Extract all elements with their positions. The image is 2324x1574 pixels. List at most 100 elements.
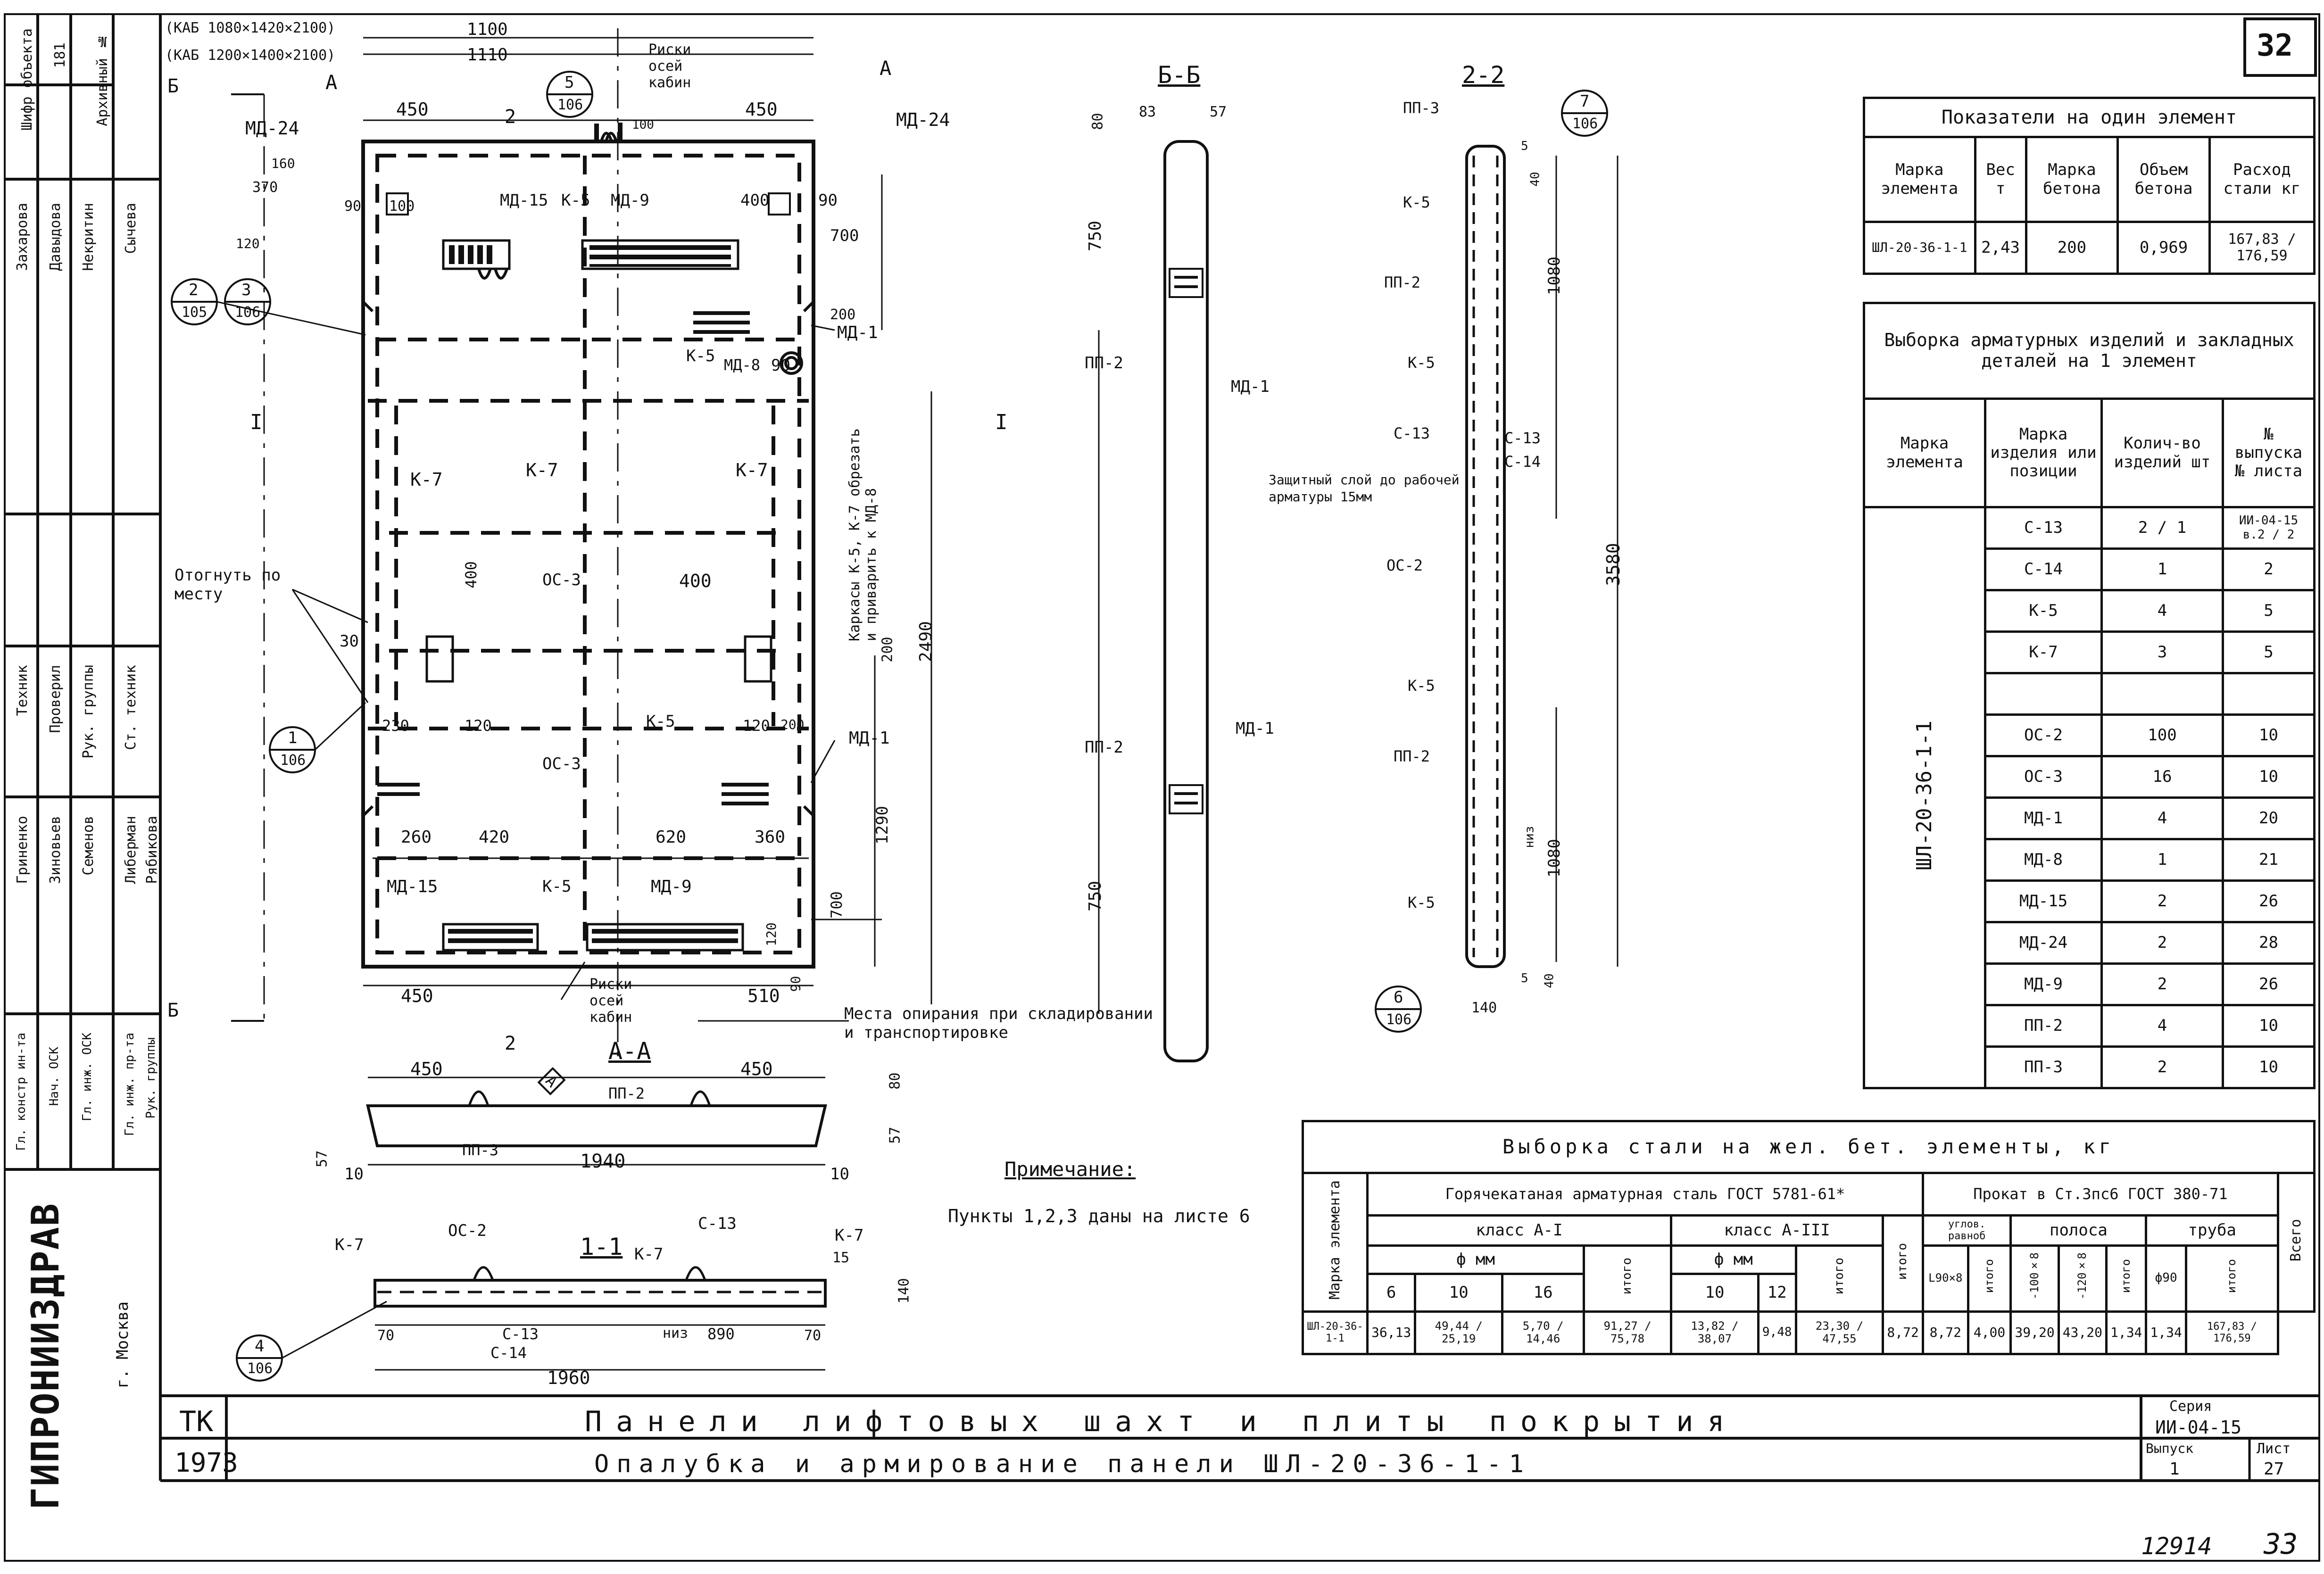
callout-7-106-a: 7 [1580,92,1590,111]
sel-row-5-item: ОС-2 [1984,713,2103,757]
steel-r-vsego: 167,83 / 176,59 [2184,1310,2280,1355]
dim-700-bot: 700 [827,891,846,919]
title-year: 1973 [174,1448,238,1478]
dim-700-top: 700 [830,226,859,245]
aa-dim-80: 80 [887,1072,904,1090]
title-list: 27 [2264,1459,2284,1479]
steel-r-truba: 1,34 [2105,1310,2148,1355]
bb-dim-57: 57 [1210,104,1227,120]
sel-row-10-issue: 28 [2222,921,2316,965]
sel-row-11-issue: 26 [2222,962,2316,1006]
steel-size-6: 6 [1366,1272,1417,1313]
title-line2: Опалубка и армирование панели ШЛ-20-36-1… [594,1450,1531,1478]
dim-120-bot: 120 [763,922,779,946]
dim-120-b: 120 [743,717,770,735]
steel-r-ugol: 8,72 [1882,1310,1924,1355]
dim-1290: 1290 [872,806,892,845]
sel-row-10-qty: 2 [2100,921,2224,965]
section-11-title: 1-1 [580,1233,623,1260]
sel-row-0-issue: ИИ-04-15 в.2 / 2 [2222,506,2316,550]
steel-size-p2-label: -120×8 [2075,1252,2089,1300]
label-bend: Отогнуть по месту [174,566,281,604]
sel-row-3-item: К-7 [1984,630,2103,674]
note-title: Примечание: [1004,1158,1136,1181]
dim-90-r: 90 [818,191,838,210]
mark-md9-bot: МД-9 [651,877,692,896]
dim-420: 420 [479,828,510,847]
callout-3-106-b: 106 [235,304,261,321]
s22-dim-1080-top: 1080 [1544,257,1564,295]
sel-h-qty: Колич-во изделий шт [2100,398,2224,508]
indicators-table: Показатели на один элемент Марка элемент… [1863,97,2316,275]
s11-k7-l: К-7 [335,1235,364,1254]
sel-row-6-qty: 16 [2100,755,2224,799]
mark-k5-bot: К-5 [542,877,572,896]
stamp-role-16: Некритин [80,203,97,271]
steel-class3: класс А-III [1669,1214,1884,1247]
stamp-cell-2: Архивный № [94,33,111,126]
steel-itogo6-label: итого [2225,1259,2239,1293]
s22-k5-3: К-5 [1408,677,1435,695]
s11-c13-bot: С-13 [502,1325,539,1343]
dim-100: 100 [389,198,415,215]
dim-120-a: 120 [465,717,492,735]
s11-oc2: ОС-2 [448,1221,487,1240]
stamp-role-11: Проверил [47,665,64,733]
title-tk: ТК [179,1405,214,1438]
sel-row-12-qty: 4 [2100,1004,2224,1048]
bb-mark-md1-2: МД-1 [1236,719,1274,738]
cut-b-bot: Б [167,1000,179,1021]
sel-row-1-qty: 1 [2100,547,2224,591]
sel-row-1-issue: 2 [2222,547,2316,591]
ind-h-volume: Объем бетона [2116,136,2211,223]
stamp-role-14: Захарова [14,203,31,271]
dim-450-left: 450 [396,99,429,120]
dim-1100: 1100 [467,20,508,39]
section-bb-title: Б-Б [1158,61,1201,89]
callout-7-106-b: 106 [1572,116,1598,132]
s22-k5-2: К-5 [1408,354,1435,372]
dim-2490: 2490 [916,621,936,662]
mark-k5-mid: К-5 [686,347,715,365]
mark-oc3-2: ОС-3 [542,754,581,773]
stamp-role-12: Рук. группы [80,665,97,759]
steel-r-6: 36,13 [1366,1310,1417,1355]
sel-row-2-item: К-5 [1984,589,2103,633]
s11-c14: С-14 [490,1344,527,1362]
section-aa-title: А-А [608,1037,651,1065]
s22-note: Защитный слой до рабочей арматуры 15мм [1269,472,1460,505]
callout-6-106-a: 6 [1394,988,1403,1007]
ind-h-steel: Расход стали кг [2208,136,2316,223]
steel-phi1: ф мм [1366,1244,1585,1275]
dim-230: 230 [382,717,409,735]
section-2-mark: 2 [505,106,516,128]
steel-h1: Горячекатаная арматурная сталь ГОСТ 5781… [1366,1172,1924,1217]
steel-h2: Прокат в Ст.3пс6 ГОСТ 380-71 [1921,1172,2280,1217]
s22-pp2-1: ПП-2 [1384,273,1421,291]
steel-mark-h-label: Марка элемента [1326,1180,1343,1300]
steel-r-itogo6: 1,34 [2145,1310,2187,1355]
mark-md15-top: МД-15 [500,191,548,210]
steel-r-mark: ШЛ-20-36-1-1 [1302,1310,1369,1355]
steel-r-12: 9,48 [1757,1310,1797,1355]
steel-size-16: 16 [1501,1272,1585,1313]
ind-volume: 0,969 [2116,221,2211,275]
stamp-role-9: Рябикова [144,816,160,884]
title-vypusk: 1 [2169,1459,2180,1479]
steel-itogo4: итого [1967,1244,2012,1313]
steel-vsego-label: Всего [2287,1218,2304,1261]
steel-itogo2: итого [1794,1244,1884,1313]
aa-pp3: ПП-3 [462,1141,499,1159]
sel-row-8-qty: 1 [2100,838,2224,882]
sel-row-12-item: ПП-2 [1984,1004,2103,1048]
section-2-bot: 2 [505,1033,516,1054]
stamp-role-5: Гриненко [14,816,31,884]
page-number: 33 [2264,1528,2298,1561]
ind-h-weight: Вес т [1974,136,2027,223]
stamp-role-1: Нач. ОСК [47,1047,61,1106]
mark-k7-3: К-7 [736,460,768,480]
sel-row-2-issue: 5 [2222,589,2316,633]
s11-dim-1960: 1960 [547,1367,590,1388]
s22-dim-3580: 3580 [1602,543,1624,586]
steel-r-p2: 39,20 [2009,1310,2060,1355]
